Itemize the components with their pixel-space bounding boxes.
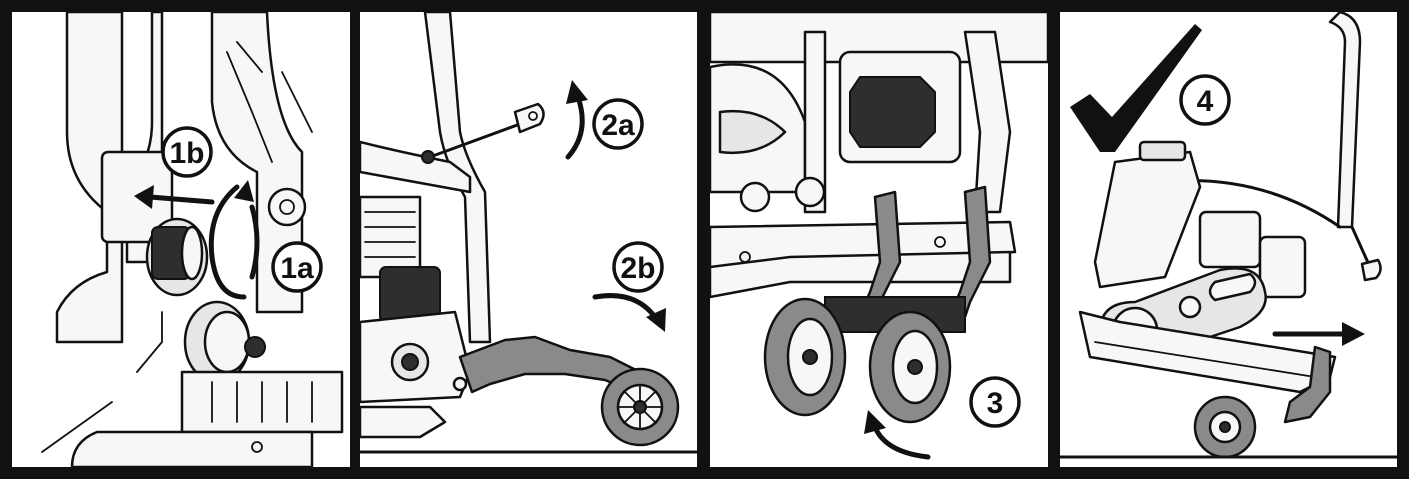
bolt	[1178, 295, 1202, 319]
wheel-kit-arm	[1283, 345, 1332, 424]
engine-block	[360, 195, 422, 279]
rotate-arrow-icon	[208, 180, 260, 300]
lever-pivot	[421, 150, 435, 164]
tank-cap	[1138, 140, 1187, 162]
plate-edge	[1094, 341, 1316, 378]
svg-text:1b: 1b	[169, 137, 204, 170]
step-3-illustration: 3	[710, 12, 1048, 460]
lever-hole	[528, 111, 538, 121]
checkmark-icon	[1070, 24, 1202, 152]
fitting	[267, 187, 307, 227]
rivet	[739, 251, 751, 263]
panel-step-2: 2a 2b	[360, 12, 697, 467]
shaft-end	[180, 225, 204, 281]
step-2-illustration: 2a 2b	[360, 12, 697, 454]
svg-text:1a: 1a	[280, 252, 314, 285]
pull-arrow-icon	[134, 185, 215, 209]
base-plate	[360, 405, 447, 439]
panel-step-3: 3	[710, 12, 1048, 467]
step-label-4: 4	[1179, 74, 1231, 126]
handle-bar	[360, 140, 472, 194]
svg-text:3: 3	[987, 387, 1004, 420]
wheel-left-hub	[802, 349, 818, 365]
lever-handle	[1360, 258, 1382, 282]
svg-text:2b: 2b	[620, 252, 655, 285]
engine-part	[1258, 235, 1307, 299]
rivet	[251, 441, 263, 453]
engine-fins	[364, 211, 416, 258]
rivet	[934, 236, 946, 248]
handle-tube	[1328, 12, 1362, 229]
step-label-3: 3	[969, 376, 1021, 428]
step-label-2a: 2a	[592, 98, 644, 150]
engine-body	[1198, 210, 1262, 269]
detail-lines	[226, 41, 313, 163]
handle-tube	[803, 30, 827, 214]
water-tank	[1093, 150, 1202, 289]
fins	[211, 381, 313, 423]
step-4-illustration: 4	[1060, 12, 1397, 459]
fitting-hole	[279, 199, 295, 215]
handle-tube	[963, 30, 1012, 214]
bolt	[739, 181, 771, 213]
pulley-inner	[203, 310, 251, 374]
wheel-hub	[633, 400, 647, 414]
lever-rod	[428, 122, 522, 159]
panel-step-4: 4	[1060, 12, 1397, 467]
cover-slot	[718, 110, 787, 154]
svg-text:2a: 2a	[601, 109, 635, 142]
svg-text:4: 4	[1197, 85, 1214, 118]
base-plate-lower	[710, 250, 1012, 299]
frame-tube	[55, 12, 124, 344]
step-1-illustration: 1b 1a	[41, 12, 344, 467]
step-label-1b: 1b	[161, 126, 213, 178]
rotate-arrow-icon	[565, 80, 588, 160]
rotate-arrow-icon	[592, 293, 666, 332]
step-label-2b: 2b	[612, 241, 664, 293]
pin	[452, 376, 468, 392]
base-plate	[70, 430, 314, 467]
step-label-1a: 1a	[271, 241, 323, 293]
lever-rod	[1350, 225, 1372, 269]
bolt-center	[401, 353, 419, 371]
wheel-right-hub	[907, 359, 923, 375]
engine-mount	[210, 12, 304, 314]
nut	[244, 336, 266, 358]
push-arrow-icon	[1272, 322, 1365, 346]
engine-cap	[849, 76, 936, 148]
panel-step-1: 1b 1a	[12, 12, 350, 467]
wheel-hub	[1219, 421, 1231, 433]
cover-slot	[1208, 272, 1257, 302]
bolt	[794, 176, 826, 208]
detail-lines	[41, 311, 163, 453]
push-arrow-icon	[864, 410, 931, 460]
